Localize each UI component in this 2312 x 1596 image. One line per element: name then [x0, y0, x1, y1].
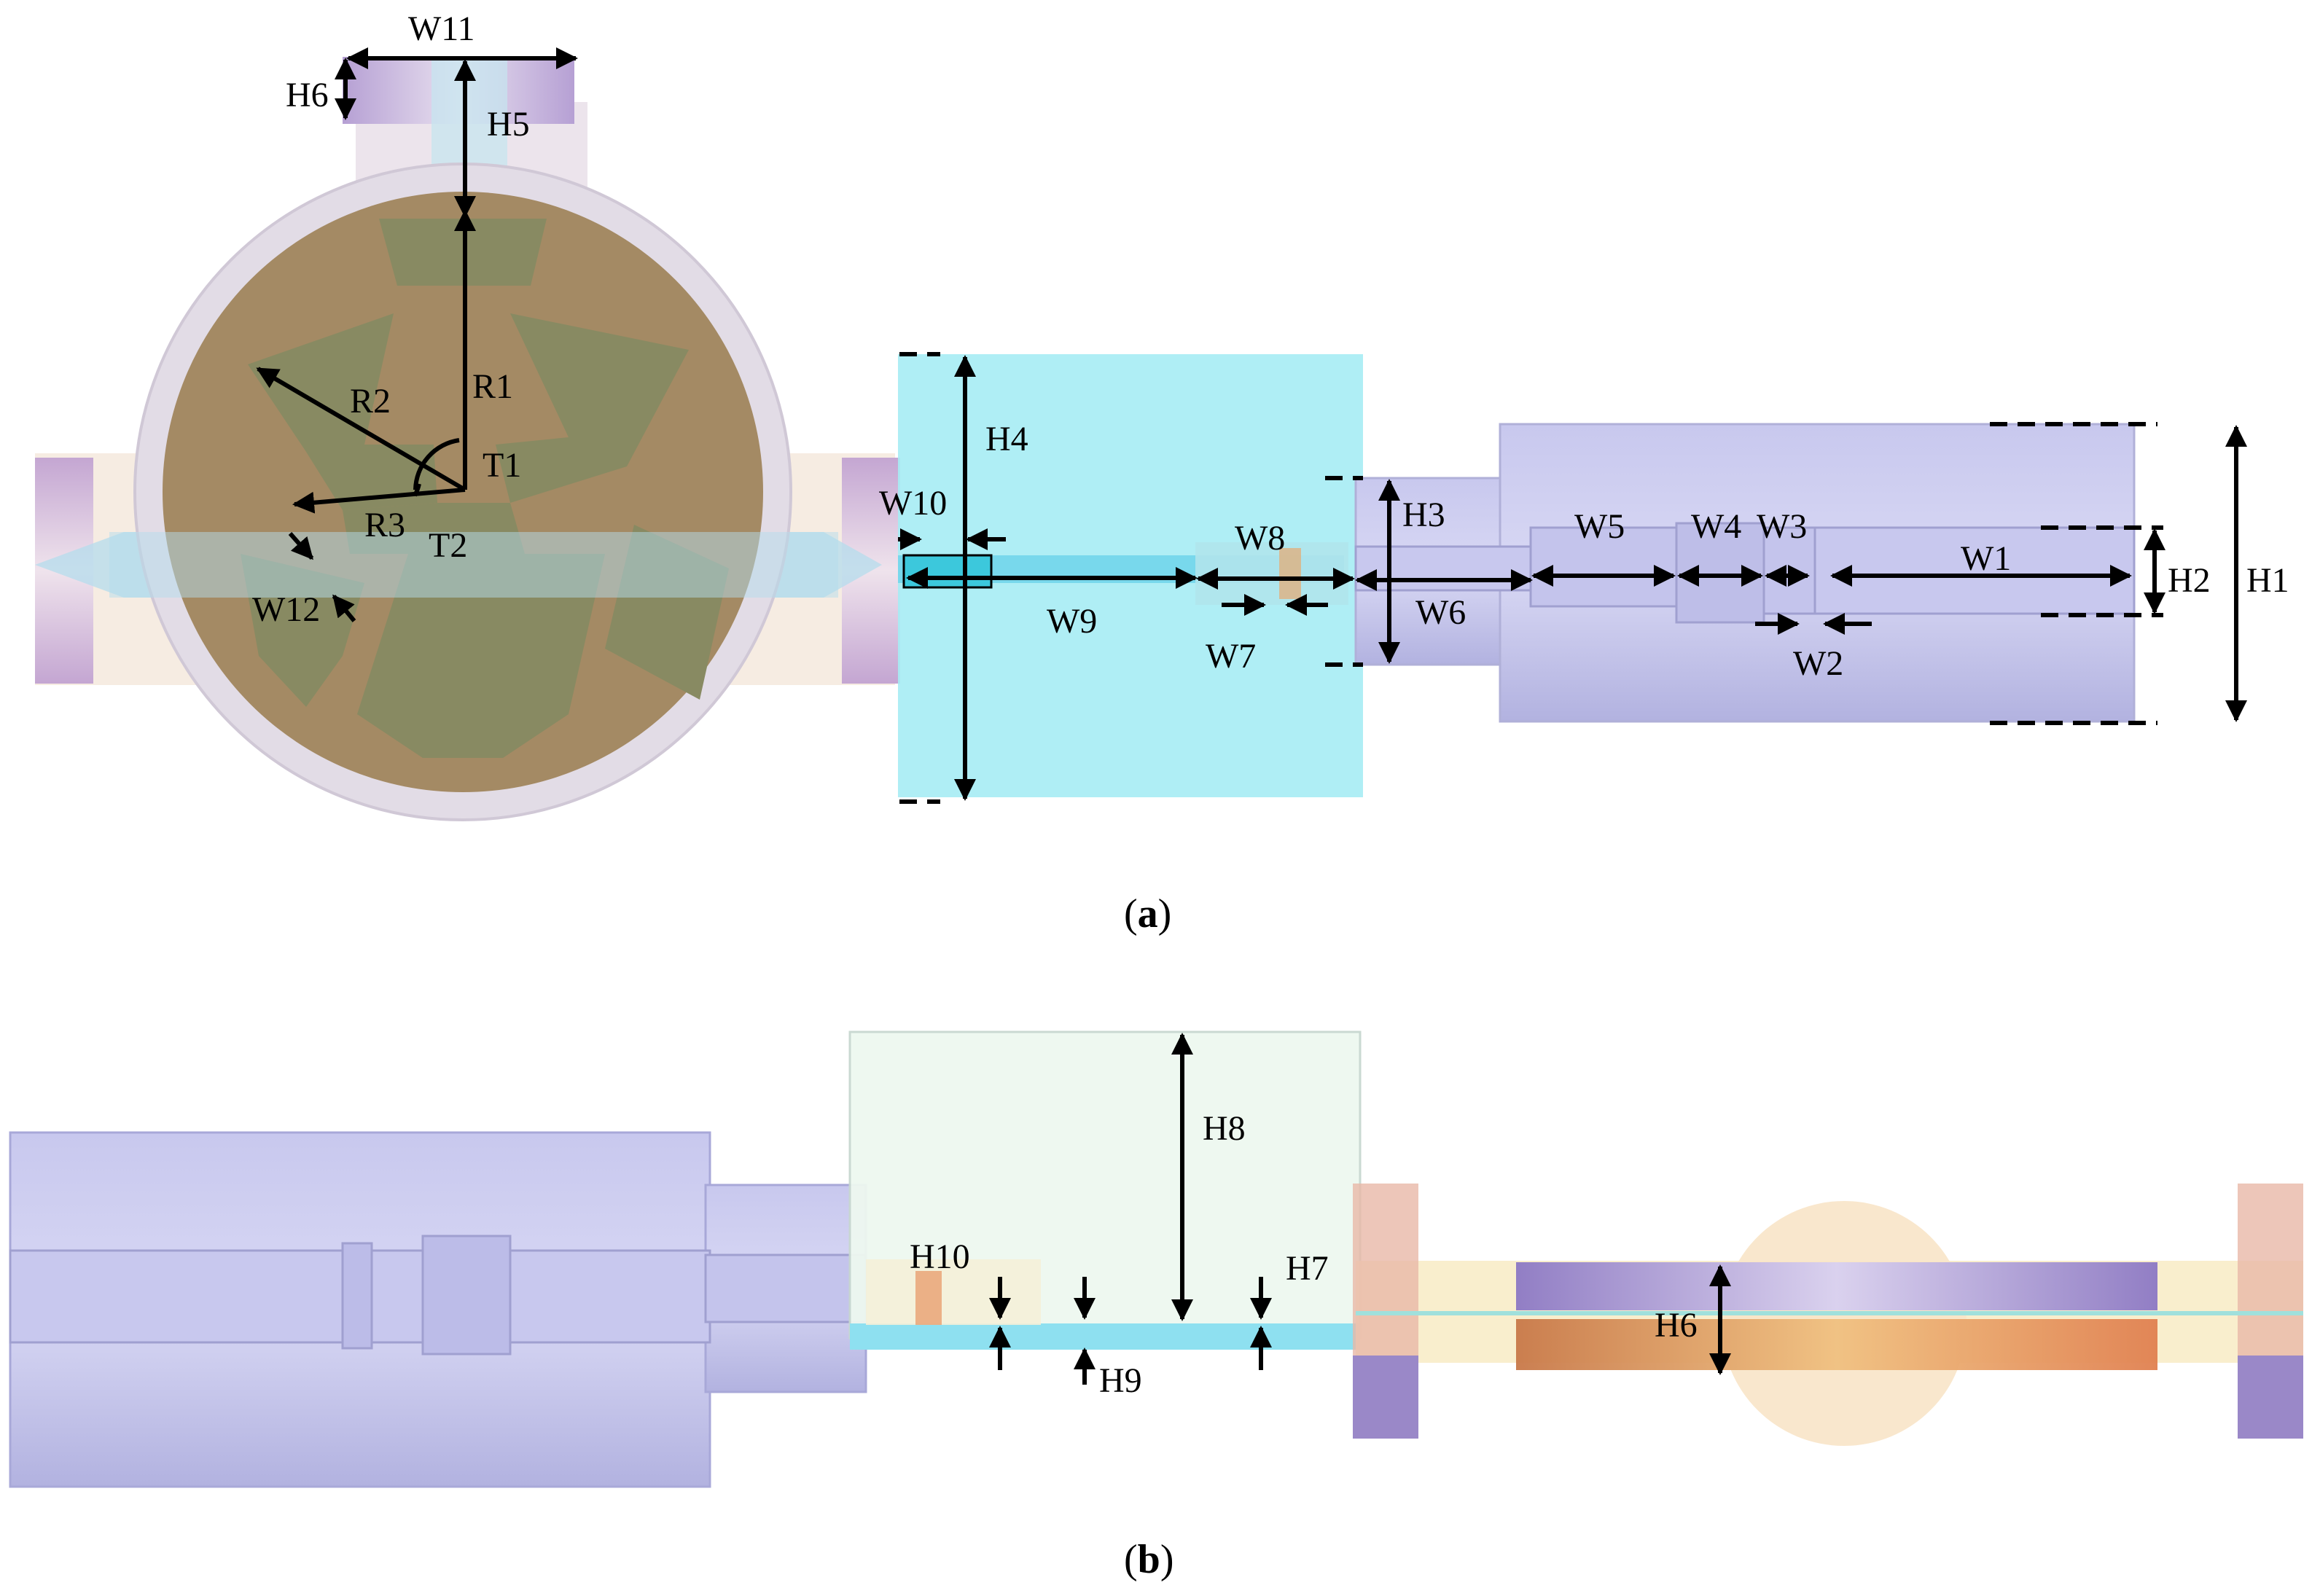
disc-top-b — [1516, 1262, 2157, 1310]
label-w9: W9 — [1047, 602, 1097, 641]
label-h6-b: H6 — [1655, 1306, 1698, 1345]
coax-pin-w6 — [1354, 545, 1532, 592]
label-w10: W10 — [879, 484, 947, 523]
label-h3: H3 — [1402, 496, 1445, 534]
label-h10: H10 — [910, 1237, 970, 1276]
label-w8: W8 — [1235, 519, 1285, 558]
label-r2: R2 — [350, 382, 391, 420]
label-h7: H7 — [1286, 1249, 1329, 1288]
flange-b-right-bottom — [2238, 1356, 2303, 1439]
label-w2: W2 — [1793, 644, 1843, 683]
label-w3: W3 — [1757, 507, 1807, 546]
label-r1: R1 — [472, 367, 513, 406]
feed-overlay — [109, 532, 838, 598]
cyan-layer-b — [850, 1323, 1360, 1350]
label-r3: R3 — [364, 506, 405, 544]
labels-b: H8 H10 H7 H9 H6 — [910, 1109, 1698, 1400]
label-h5: H5 — [487, 105, 530, 144]
label-w11: W11 — [408, 9, 475, 48]
h10-block — [866, 1259, 1041, 1325]
label-h8: H8 — [1203, 1109, 1246, 1148]
label-w12: W12 — [252, 590, 320, 629]
cyl-pin-step1 — [341, 1242, 373, 1350]
flange-b-left-bottom — [1353, 1356, 1418, 1439]
label-w6: W6 — [1415, 593, 1466, 632]
dimension-arrows-b — [989, 1033, 1731, 1385]
label-w1: W1 — [1961, 539, 2011, 578]
cyl-pin-step2 — [421, 1235, 512, 1356]
cyl-pin-inner — [704, 1253, 867, 1323]
caption-b: (b) — [1124, 1537, 1173, 1582]
panel-a: W11 H6 H5 R1 R2 T1 R3 T2 W12 H4 W10 W9 W… — [35, 9, 2289, 936]
label-w7: W7 — [1206, 637, 1256, 676]
label-t1: T1 — [483, 446, 521, 485]
label-h9: H9 — [1099, 1361, 1142, 1400]
labels-a: W11 H6 H5 R1 R2 T1 R3 T2 W12 H4 W10 W9 W… — [252, 9, 2289, 683]
label-w4: W4 — [1691, 507, 1741, 546]
label-h1: H1 — [2246, 561, 2289, 600]
label-w5: W5 — [1574, 507, 1625, 546]
w10-block — [902, 554, 993, 589]
panel-b: H8 H10 H7 H9 H6 (b) — [9, 1030, 2303, 1582]
label-t2: T2 — [429, 526, 467, 565]
dimension-arrows — [256, 47, 2247, 804]
h10-stripe — [915, 1271, 942, 1325]
label-h2: H2 — [2168, 561, 2211, 600]
disc-bottom-b — [1516, 1319, 2157, 1370]
label-h4: H4 — [985, 420, 1028, 458]
label-h6: H6 — [286, 76, 329, 114]
caption-a: (a) — [1124, 891, 1171, 936]
